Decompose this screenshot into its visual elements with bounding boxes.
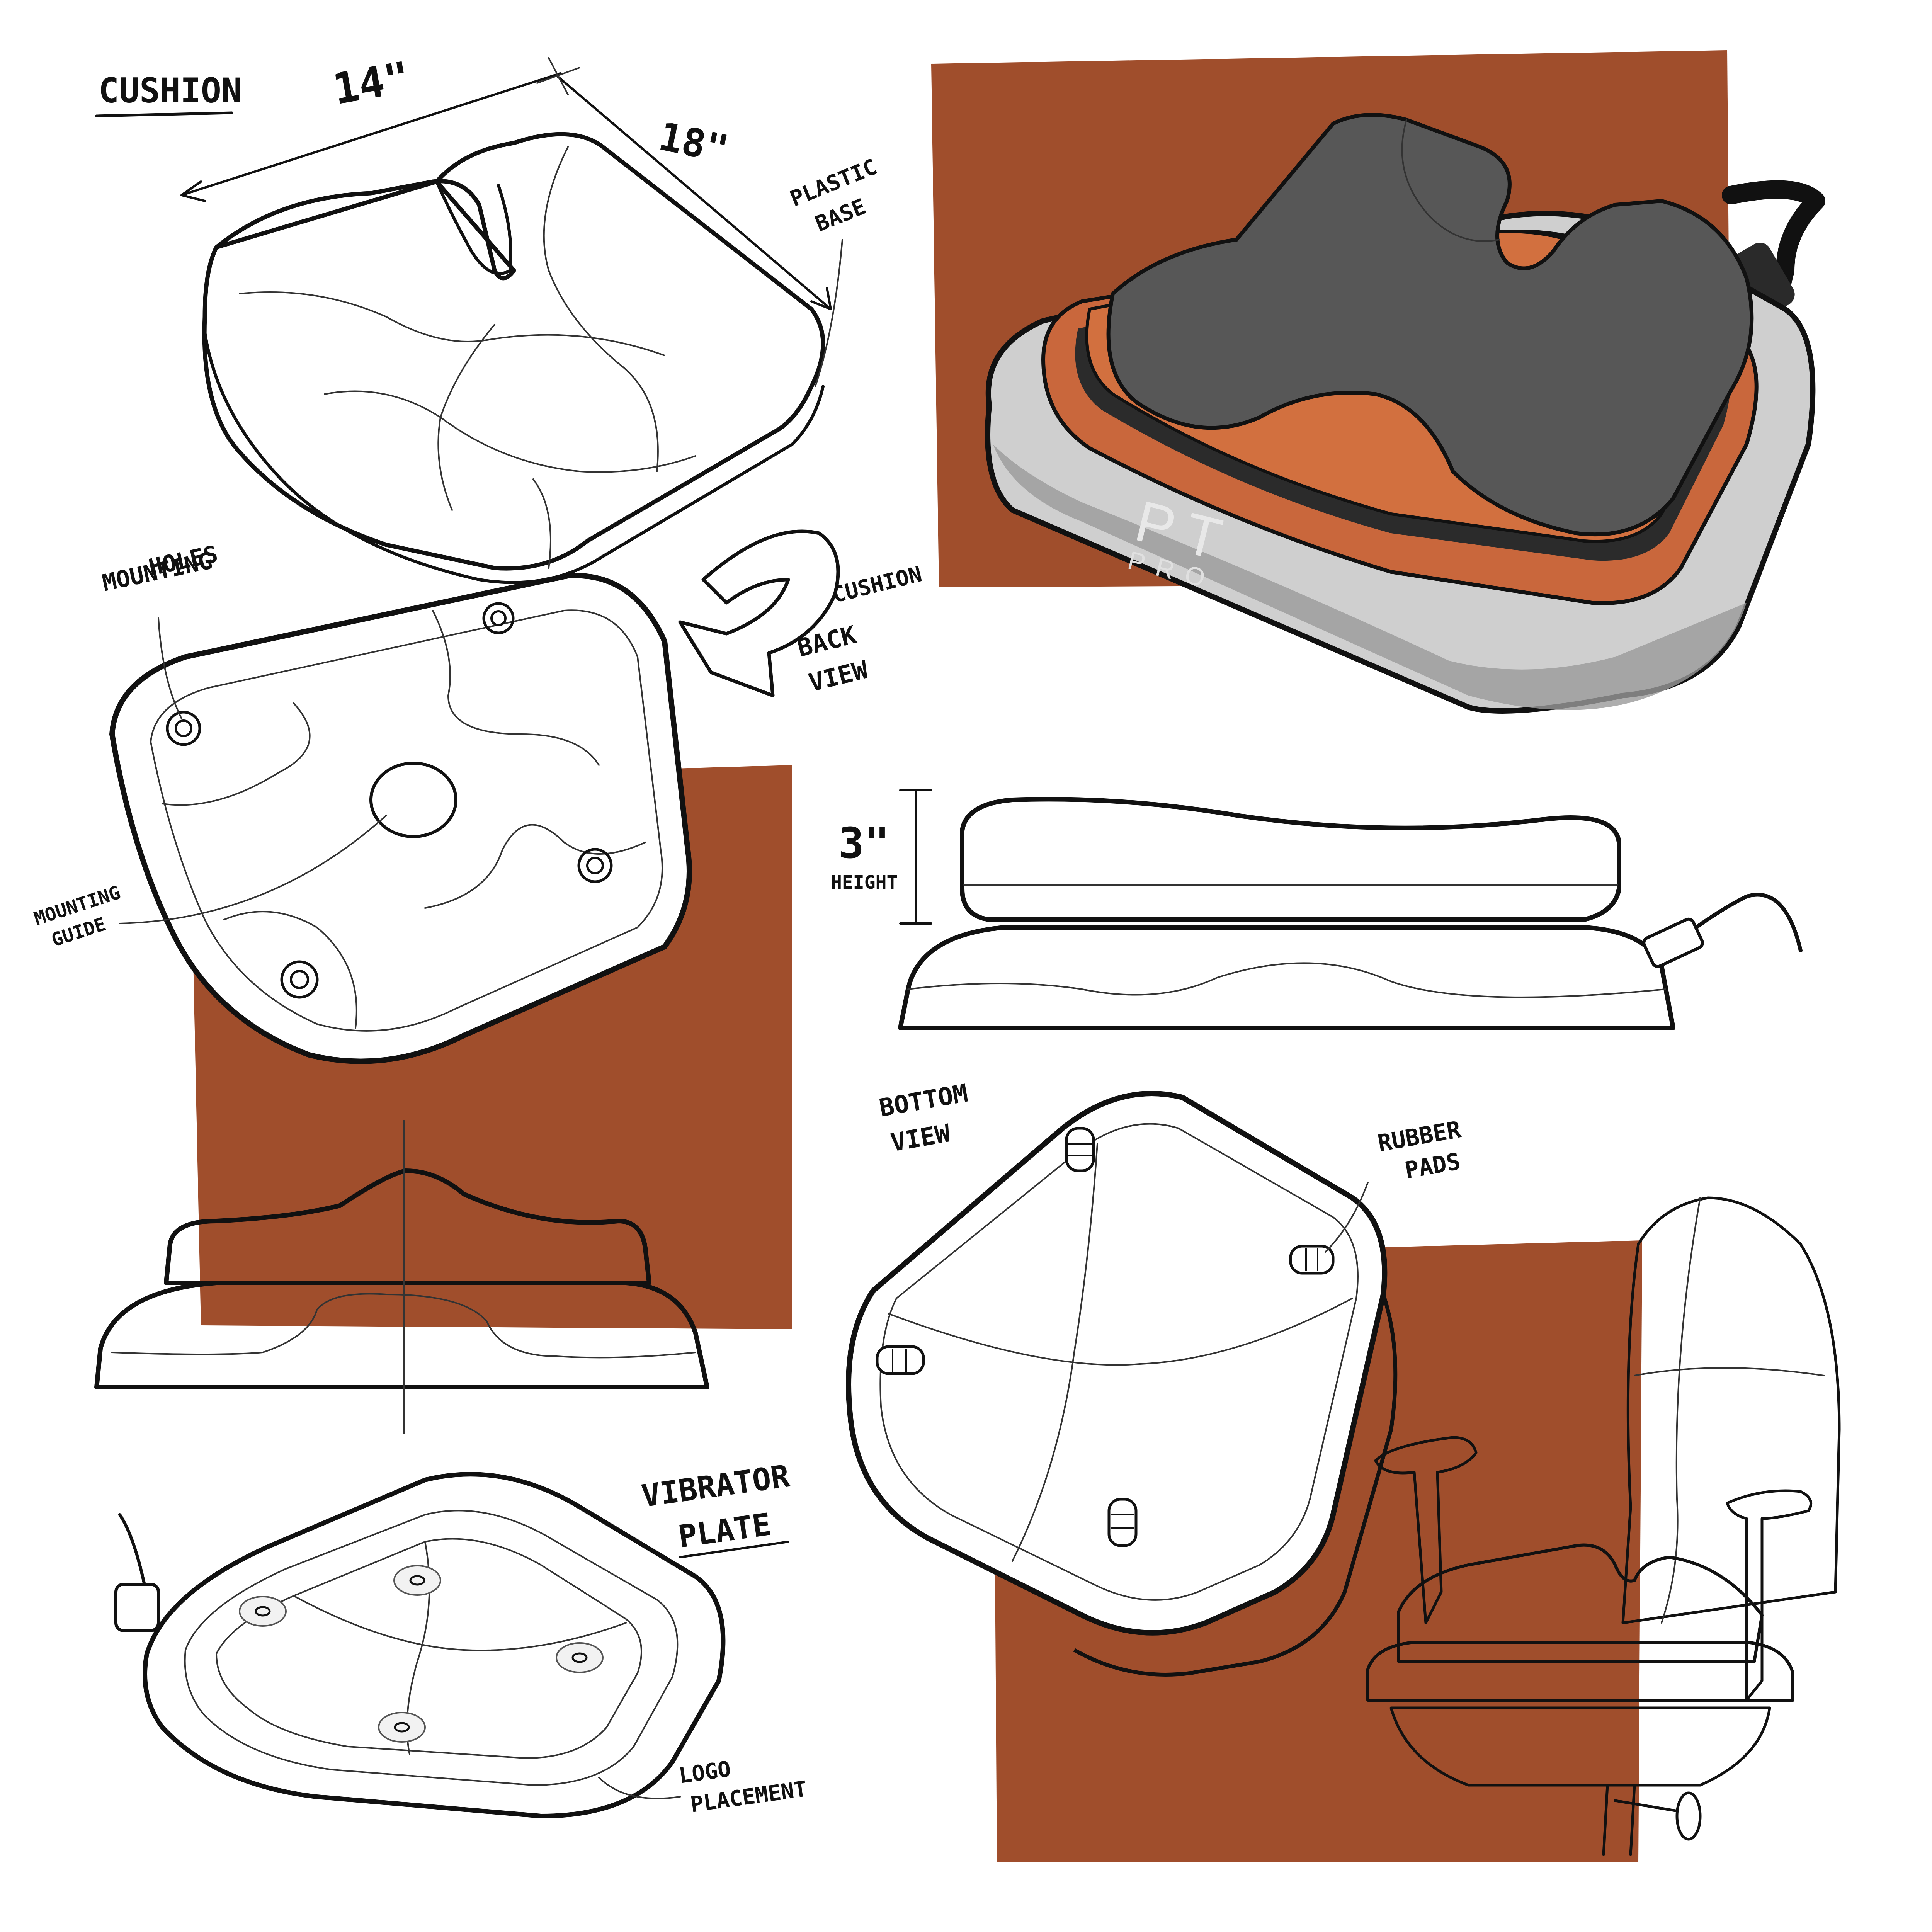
bottom-view-divider-1	[888, 1298, 1353, 1366]
back-view-inner-edge	[150, 609, 663, 1032]
chair-context-sketch	[1366, 1196, 1841, 1856]
cushion-top-contour-4	[324, 390, 696, 473]
cushion-top-side-edge	[203, 331, 825, 584]
dimension-cross-a	[548, 57, 569, 95]
chair-seat-pan	[1389, 1706, 1771, 1787]
bottom-view-outline	[846, 1091, 1388, 1636]
mounting-hole-2	[482, 602, 515, 634]
rubber-pads-leader	[1325, 1182, 1369, 1253]
chair-armrest-right	[1726, 1489, 1813, 1702]
cushion-top-sketch	[180, 57, 843, 584]
height-dimension-label: 3"	[838, 818, 889, 868]
chair-column	[1602, 1784, 1636, 1856]
vibrator-motor-4	[378, 1712, 426, 1743]
back-view-contour-4	[223, 911, 357, 1029]
side-view-base	[898, 925, 1675, 1030]
rubber-pad-1	[1065, 1127, 1095, 1172]
bottom-view-label-line-1: BOTTOM	[877, 1079, 970, 1123]
vibrator-plate-cable-plug	[114, 1583, 160, 1632]
side-view-base-contour	[907, 962, 1666, 998]
front-elevation-sketch	[94, 1120, 709, 1434]
render-base-shadow	[993, 444, 1747, 710]
vibrator-plate-underline	[679, 1541, 789, 1558]
plastic-base-leader	[815, 239, 843, 387]
cushion-top-notch	[435, 180, 512, 276]
vibrator-plate-outline	[143, 1472, 726, 1818]
cushion-top-contour-5	[532, 478, 551, 569]
front-elevation-base-contour	[111, 1293, 696, 1359]
chair-backrest-seam	[1661, 1197, 1701, 1624]
cushion-back-view-label-line-1: CUSHION	[830, 561, 925, 608]
depth-dimension-line	[555, 74, 832, 310]
bottom-view-divider-2	[1012, 1143, 1098, 1562]
bottom-view-inner-rim	[879, 1123, 1359, 1601]
vibrator-plate-divider-1	[293, 1595, 627, 1651]
cushion-labels: CUSHION 14" 18" PLASTIC BASE	[95, 52, 881, 237]
depth-arrow-right	[810, 287, 832, 310]
width-dimension-label: 14"	[329, 52, 413, 114]
cushion-top-contour-1	[239, 291, 665, 356]
render-cushion-saddle	[1106, 113, 1754, 537]
rubber-pad-2	[1289, 1245, 1335, 1275]
bottom-view-thickness	[1073, 1294, 1398, 1677]
bottom-view-label-line-2: VIEW	[889, 1119, 952, 1158]
vibrator-motor-1	[393, 1565, 441, 1596]
chair-seat-cushion	[1397, 1543, 1764, 1663]
side-view-cable-plug	[1642, 917, 1704, 968]
depth-dimension-label: 18"	[655, 114, 733, 172]
plastic-base-label-line-1: PLASTIC	[787, 154, 881, 212]
cushion-back-view-sketch	[109, 573, 692, 1064]
mounting-holes-leader	[158, 617, 182, 719]
chair-armrest-left	[1374, 1436, 1478, 1624]
flip-arrow	[678, 529, 840, 697]
cushion-top-outline	[202, 132, 825, 571]
mounting-guide-leader	[119, 815, 387, 924]
mounting-guide-disk	[369, 762, 457, 838]
back-view-contour-3	[424, 824, 646, 909]
vibrator-motor-3	[556, 1642, 604, 1673]
flip-arrow-icon	[678, 529, 840, 697]
cushion-back-view-label-line-2: BACK	[794, 621, 859, 663]
power-cable	[1722, 180, 1825, 311]
back-view-contour-2	[432, 610, 600, 766]
mounting-hole-4	[280, 960, 319, 999]
rubber-pad-3	[876, 1345, 925, 1375]
vibrator-plate-cable	[118, 1513, 148, 1597]
mounting-hole-3	[577, 848, 613, 883]
vibrator-plate-inner-rim	[184, 1510, 679, 1786]
width-dimension-line	[180, 72, 561, 196]
chair-lever	[1614, 1799, 1686, 1814]
side-view-sketch: 3" HEIGHT	[831, 789, 1803, 1030]
front-elevation-base	[94, 1281, 709, 1389]
rubber-pad-4	[1107, 1498, 1138, 1547]
vibrator-plate-label-line-2: PLATE	[676, 1506, 773, 1555]
cushion-top-contour-3	[437, 324, 495, 511]
height-word-label: HEIGHT	[831, 872, 898, 893]
rubber-pads-label-line-2: PADS	[1403, 1148, 1462, 1184]
dimension-cross-b	[536, 67, 580, 84]
vibrator-plate-sketch	[114, 1472, 726, 1818]
vibrator-plate-label-line-1: VIBRATOR	[639, 1458, 792, 1514]
flip-arrow-labels: CUSHION BACK VIEW	[794, 561, 924, 697]
cushion-label: CUSHION	[99, 71, 242, 111]
chair-backrest-contour	[1634, 1367, 1825, 1376]
mounting-hole-1	[166, 711, 201, 746]
logo-placement-label-line-1: LOGO	[677, 1757, 733, 1789]
color-render: PT PRO	[985, 113, 1825, 714]
cushion-top-contour-2	[543, 146, 659, 472]
render-saddle-notch	[1401, 119, 1500, 242]
front-elevation-cushion	[164, 1168, 651, 1285]
cushion-label-underline	[95, 111, 233, 117]
logo-placement-leader	[598, 1777, 681, 1799]
chair-lever-knob	[1675, 1791, 1702, 1841]
bottom-view-sketch	[846, 1091, 1398, 1677]
chair-seat-base	[1366, 1641, 1794, 1702]
width-arrow-left	[180, 180, 206, 202]
vibrator-motor-2	[239, 1596, 287, 1627]
side-view-cushion	[960, 797, 1621, 922]
cushion-back-view-label-line-3: VIEW	[806, 655, 871, 697]
back-view-contour-1	[162, 702, 311, 806]
